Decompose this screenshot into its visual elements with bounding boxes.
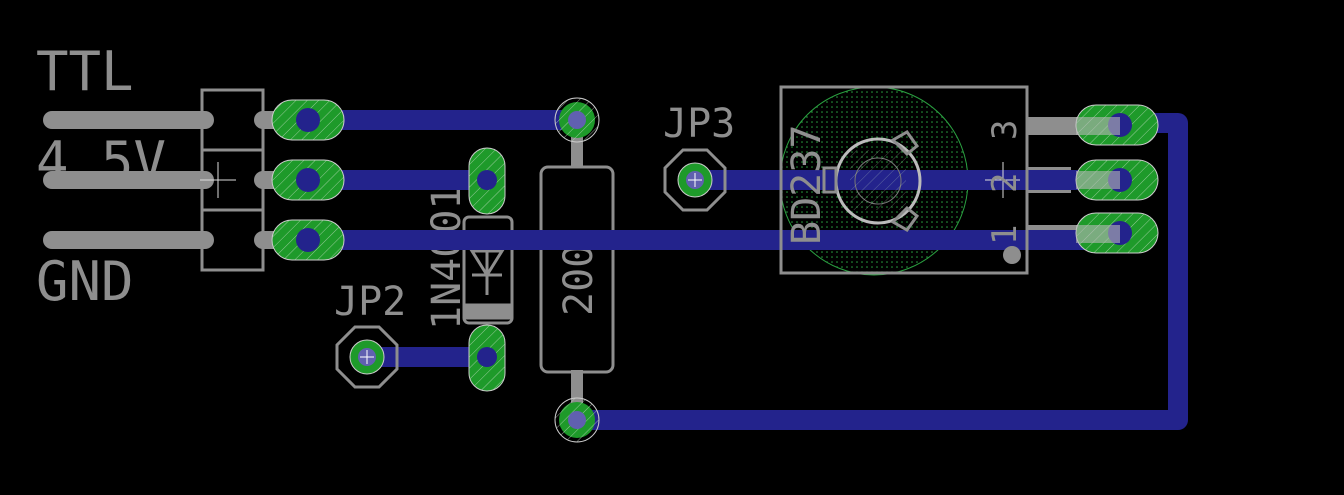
- diode-name: 1N4001: [424, 186, 470, 331]
- pad: [554, 397, 600, 443]
- header-body: [200, 88, 265, 272]
- pad: [271, 159, 345, 201]
- jp2-label: JP2: [334, 279, 406, 325]
- label-gnd: GND: [36, 250, 134, 313]
- jumper-jp3: [663, 148, 727, 212]
- jp3-label: JP3: [663, 101, 735, 147]
- heatsink-hatch: [850, 150, 906, 210]
- lead-overlay: [1076, 117, 1120, 243]
- pad: [554, 97, 600, 143]
- label-4-5v: 4.5V: [36, 130, 166, 193]
- resistor-value: 200: [556, 244, 602, 316]
- transistor-name: BD237: [784, 125, 830, 245]
- pad: [271, 219, 345, 261]
- transistor-pin-2: 2: [985, 173, 1025, 193]
- transistor-pin-1: 1: [985, 225, 1025, 245]
- pad: [271, 99, 345, 141]
- transistor-pin-3: 3: [985, 120, 1025, 140]
- transistor-body: [779, 85, 1029, 275]
- jumper-jp2: [335, 325, 399, 389]
- diode-body: [462, 215, 514, 325]
- pads-diode: [468, 147, 506, 392]
- label-ttl: TTL: [36, 40, 134, 103]
- pads-resistor: [554, 97, 600, 443]
- pad: [468, 147, 506, 215]
- pad: [468, 324, 506, 392]
